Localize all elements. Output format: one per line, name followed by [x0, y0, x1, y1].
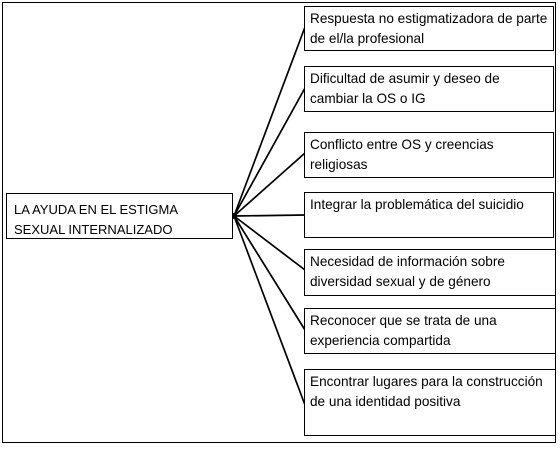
branch-node-5: Necesidad de información sobre diversida… — [304, 249, 556, 296]
branch-node-6: Reconocer que se trata de una experienci… — [304, 308, 556, 354]
connector-2 — [233, 87, 306, 217]
branch-node-label: Respuesta no estigmatizadora de parte de… — [310, 11, 548, 46]
branch-node-7: Encontrar lugares para la construcción d… — [304, 369, 556, 436]
branch-node-label: Dificultad de asumir y deseo de cambiar … — [310, 71, 500, 106]
branch-node-1: Respuesta no estigmatizadora de parte de… — [304, 6, 554, 51]
connector-5 — [233, 215, 306, 271]
connector-6 — [233, 215, 306, 331]
branch-node-label: Necesidad de información sobre diversida… — [310, 254, 505, 289]
branch-node-label: Conflicto entre OS y creencias religiosa… — [310, 137, 494, 172]
connector-4 — [233, 214, 306, 217]
root-node-label: LA AYUDA EN EL ESTIGMA SEXUAL INTERNALIZ… — [14, 202, 178, 237]
branch-node-label: Encontrar lugares para la construcción d… — [310, 374, 543, 409]
diagram-frame — [2, 2, 556, 443]
connector-1 — [233, 26, 306, 217]
branch-node-label: Reconocer que se trata de una experienci… — [310, 313, 497, 348]
connector-3 — [233, 152, 306, 217]
connector-7 — [233, 215, 306, 406]
branch-node-label: Integrar la problemática del suicidio — [310, 197, 524, 212]
branch-node-4: Integrar la problemática del suicidio — [304, 192, 554, 238]
branch-node-2: Dificultad de asumir y deseo de cambiar … — [304, 66, 554, 112]
branch-node-3: Conflicto entre OS y creencias religiosa… — [304, 132, 554, 178]
root-node: LA AYUDA EN EL ESTIGMA SEXUAL INTERNALIZ… — [6, 193, 233, 239]
